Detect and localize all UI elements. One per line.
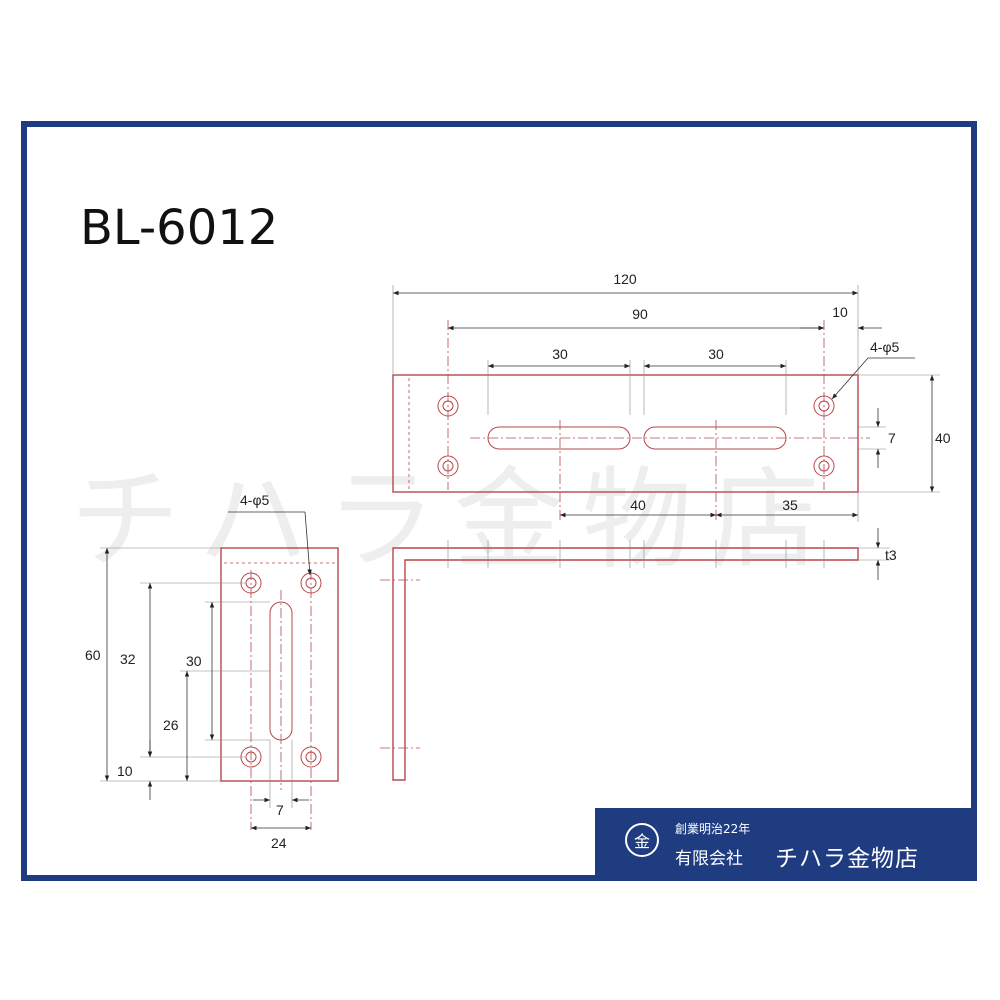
brand-company-type: 有限会社 (675, 849, 743, 869)
dim-height: 60 (85, 647, 101, 663)
dim-hole-span: 90 (632, 306, 648, 322)
watermark-text: チハラ金物店 (70, 456, 838, 584)
dim-width-top: 40 (935, 430, 951, 446)
dim-front-holes: 4-φ5 (240, 492, 270, 508)
dim-slot-width-top: 7 (888, 430, 896, 446)
dim-total-length: 120 (613, 271, 637, 287)
dim-width-front: 24 (271, 835, 287, 851)
angle-profile (392, 547, 859, 781)
dim-bottom-offset: 10 (117, 763, 133, 779)
top-plate-outline (392, 374, 859, 493)
dim-slot-width-front: 7 (276, 802, 284, 818)
dim-slot-length-2: 30 (708, 346, 724, 362)
side-view (380, 540, 859, 781)
brand-logo-icon: 金 (625, 823, 659, 857)
front-view (220, 547, 339, 830)
top-view (392, 320, 870, 520)
dim-top-holes: 4-φ5 (870, 339, 900, 355)
dim-hole-span-vertical: 32 (120, 651, 136, 667)
front-dimensions: 60 32 30 26 10 7 24 4-φ5 (85, 492, 312, 851)
dim-slot-end: 35 (782, 497, 798, 513)
brand-banner: 金 創業明治22年 有限会社 チハラ金物店 (595, 808, 971, 875)
part-number-title: BL-6012 (80, 200, 279, 256)
brand-established: 創業明治22年 (675, 822, 751, 836)
dim-slot-position-vertical: 26 (163, 717, 179, 733)
dim-slot-position: 40 (630, 497, 646, 513)
dim-thickness: t3 (885, 547, 897, 563)
top-dimensions: 120 90 10 30 30 4-φ5 7 40 40 35 t3 (392, 271, 951, 580)
dim-slot-length-1: 30 (552, 346, 568, 362)
drawing-frame (21, 121, 977, 881)
dim-slot-length-vertical: 30 (186, 653, 202, 669)
front-plate-outline (220, 547, 339, 782)
brand-name: チハラ金物店 (775, 846, 919, 872)
dim-end-offset: 10 (832, 304, 848, 320)
